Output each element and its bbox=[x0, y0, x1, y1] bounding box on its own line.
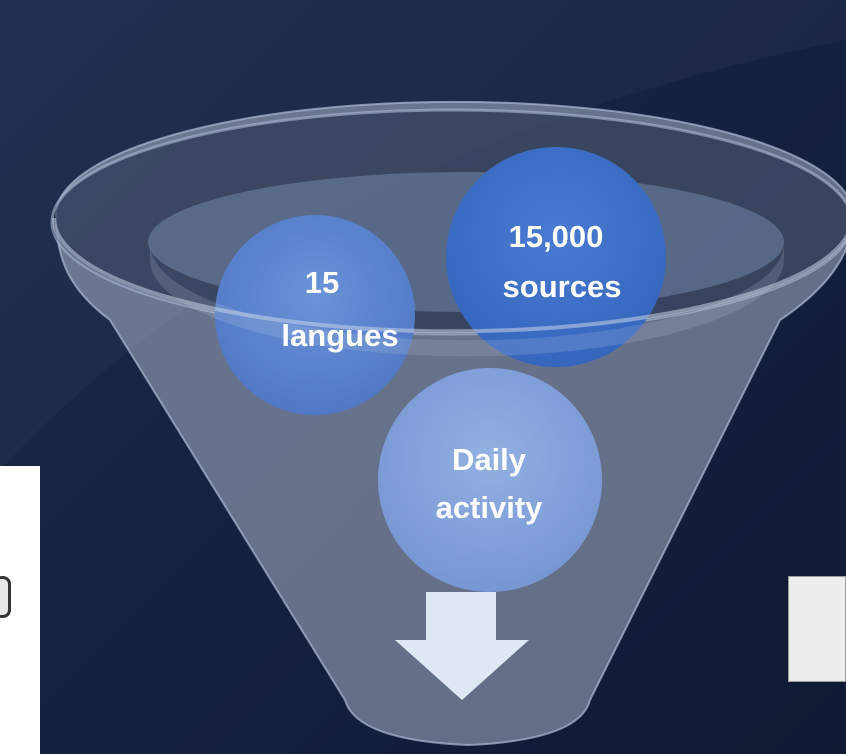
down-arrow-icon bbox=[395, 592, 529, 700]
bubble-daily-activity bbox=[378, 368, 602, 592]
bubble-langues-line2: langues bbox=[281, 318, 399, 353]
bubble-sources bbox=[446, 147, 666, 367]
bubble-sources-line1: 15,000 bbox=[508, 219, 604, 254]
bubble-daily-line1: Daily bbox=[451, 442, 527, 477]
bubble-sources-line2: sources bbox=[502, 269, 622, 304]
bubble-langues-line1: 15 bbox=[304, 265, 340, 300]
funnel-rim-overlay bbox=[150, 244, 784, 357]
bubble-langues bbox=[215, 215, 415, 415]
partial-figure-icon bbox=[0, 576, 11, 618]
bubble-daily-line2: activity bbox=[435, 490, 543, 525]
right-text-box bbox=[788, 576, 846, 682]
funnel-rim-front bbox=[52, 217, 846, 334]
left-image-panel bbox=[0, 466, 40, 754]
